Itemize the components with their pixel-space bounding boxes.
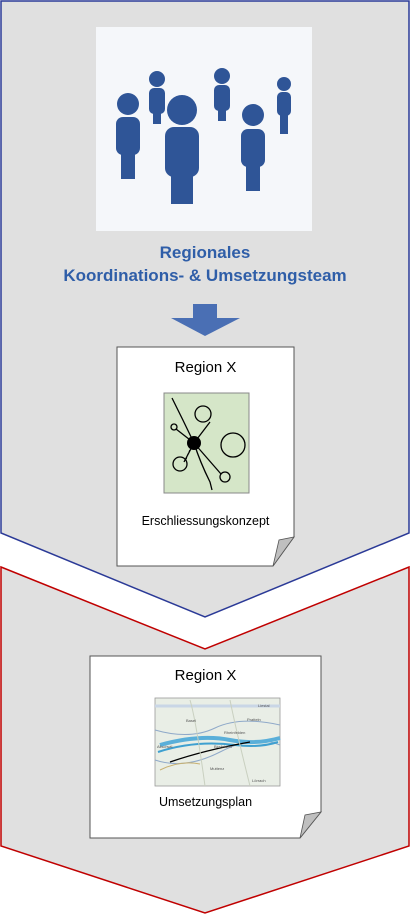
map-label-7: Muttenz — [210, 766, 224, 771]
map-label-5: Birsfelden — [214, 744, 232, 749]
plan-doc-caption: Umsetzungsplan — [158, 795, 253, 809]
map-label-4: Rheinfelden — [224, 730, 245, 735]
concept-doc-caption: Erschliessungskonzept — [141, 514, 270, 528]
concept-doc-title: Region X — [174, 359, 237, 376]
team-title: Regionales Koordinations- & Umsetzungste… — [0, 241, 410, 287]
topographic-map: Liestal Pratteln Basel Rheinfelden Birsf… — [154, 697, 281, 787]
plan-doc-title: Region X — [174, 667, 237, 684]
map-label-1: Liestal — [258, 703, 270, 708]
team-title-line2: Koordinations- & Umsetzungsteam — [63, 266, 347, 285]
concept-map — [163, 392, 250, 494]
map-label-8: Lörrach — [252, 778, 266, 783]
people-group-icon — [116, 68, 291, 204]
map-label-6: Allschwil — [157, 744, 172, 749]
map-label-2: Pratteln — [247, 717, 261, 722]
down-arrow-icon — [171, 304, 240, 336]
map-label-3: Basel — [186, 718, 196, 723]
team-title-line1: Regionales — [159, 243, 251, 262]
